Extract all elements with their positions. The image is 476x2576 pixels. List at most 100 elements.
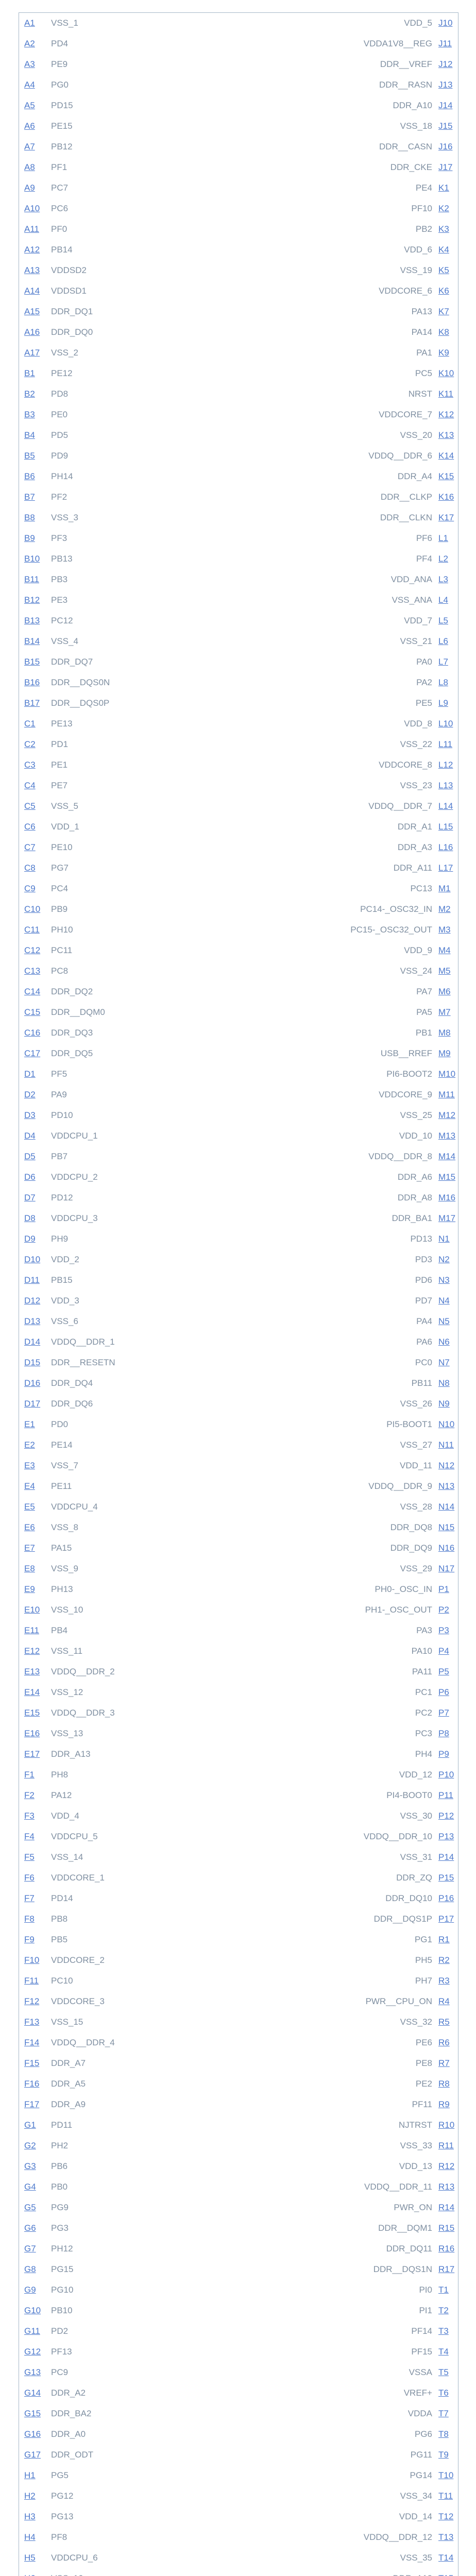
- pin-designator[interactable]: T6: [438, 2388, 449, 2398]
- pin-designator[interactable]: G13: [24, 2367, 41, 2377]
- pin-designator[interactable]: K17: [438, 513, 454, 522]
- pin-designator[interactable]: P4: [438, 1646, 449, 1656]
- pin-designator[interactable]: L15: [438, 822, 453, 832]
- pin-designator[interactable]: G5: [24, 2202, 36, 2212]
- pin-designator[interactable]: K4: [438, 245, 449, 255]
- pin-designator[interactable]: H3: [24, 2512, 36, 2521]
- pin-designator[interactable]: G14: [24, 2388, 41, 2398]
- pin-designator[interactable]: K13: [438, 430, 454, 440]
- pin-designator[interactable]: L7: [438, 657, 448, 667]
- pin-designator[interactable]: T3: [438, 2326, 449, 2336]
- pin-designator[interactable]: L2: [438, 554, 448, 564]
- pin-designator[interactable]: C4: [24, 781, 36, 790]
- pin-designator[interactable]: J15: [438, 121, 453, 131]
- pin-designator[interactable]: F6: [24, 1873, 35, 1883]
- pin-designator[interactable]: G15: [24, 2409, 41, 2418]
- pin-designator[interactable]: G16: [24, 2429, 41, 2439]
- pin-designator[interactable]: B14: [24, 636, 40, 646]
- pin-designator[interactable]: A5: [24, 100, 35, 110]
- pin-designator[interactable]: H2: [24, 2491, 36, 2501]
- pin-designator[interactable]: T15: [432, 2573, 458, 2576]
- pin-designator[interactable]: R11: [438, 2141, 454, 2150]
- pin-designator[interactable]: T2: [438, 2306, 449, 2315]
- pin-designator[interactable]: F1: [24, 1770, 35, 1780]
- pin-designator[interactable]: R12: [438, 2161, 455, 2171]
- pin-designator[interactable]: D12: [24, 1296, 41, 1306]
- pin-designator[interactable]: L14: [438, 801, 453, 811]
- pin-designator[interactable]: P10: [438, 1770, 454, 1780]
- pin-designator[interactable]: N10: [438, 1419, 455, 1429]
- pin-designator[interactable]: F9: [24, 1935, 35, 1944]
- pin-designator[interactable]: M16: [438, 1193, 456, 1202]
- pin-designator[interactable]: L6: [438, 636, 448, 646]
- pin-designator[interactable]: R17: [438, 2264, 455, 2274]
- pin-designator[interactable]: P8: [438, 1728, 449, 1738]
- pin-designator[interactable]: D16: [24, 1378, 41, 1388]
- pin-designator[interactable]: D4: [24, 1131, 36, 1141]
- pin-designator[interactable]: M2: [438, 904, 451, 914]
- pin-designator[interactable]: G9: [24, 2285, 36, 2295]
- pin-designator[interactable]: A13: [24, 265, 40, 275]
- pin-designator[interactable]: P1: [438, 1584, 449, 1594]
- pin-designator[interactable]: N11: [438, 1440, 454, 1450]
- pin-designator[interactable]: F13: [24, 2017, 40, 2027]
- pin-designator[interactable]: N9: [438, 1399, 450, 1409]
- pin-designator[interactable]: F15: [24, 2058, 40, 2068]
- pin-designator[interactable]: A12: [24, 245, 40, 255]
- pin-designator[interactable]: T10: [438, 2470, 454, 2480]
- pin-designator[interactable]: M4: [438, 945, 451, 955]
- pin-designator[interactable]: E13: [24, 1667, 40, 1676]
- pin-designator[interactable]: D10: [24, 1255, 41, 1264]
- pin-designator[interactable]: N3: [438, 1275, 450, 1285]
- pin-designator[interactable]: R13: [438, 2182, 455, 2192]
- pin-designator[interactable]: B11: [24, 574, 39, 584]
- pin-designator[interactable]: R2: [438, 1955, 450, 1965]
- pin-designator[interactable]: D1: [24, 1069, 36, 1079]
- pin-designator[interactable]: P2: [438, 1605, 449, 1615]
- pin-designator[interactable]: C14: [24, 987, 41, 996]
- pin-designator[interactable]: F4: [24, 1832, 35, 1841]
- pin-designator[interactable]: M17: [438, 1213, 456, 1223]
- pin-designator[interactable]: N16: [438, 1543, 455, 1553]
- pin-designator[interactable]: C8: [24, 863, 36, 873]
- pin-designator[interactable]: R16: [438, 2244, 455, 2253]
- pin-designator[interactable]: H4: [24, 2532, 36, 2542]
- pin-designator[interactable]: K1: [438, 183, 449, 193]
- pin-designator[interactable]: B2: [24, 389, 35, 399]
- pin-designator[interactable]: A7: [24, 142, 35, 151]
- pin-designator[interactable]: B12: [24, 595, 40, 605]
- pin-designator[interactable]: D11: [24, 1275, 40, 1285]
- pin-designator[interactable]: A1: [24, 18, 35, 28]
- pin-designator[interactable]: J13: [438, 80, 453, 90]
- pin-designator[interactable]: P11: [438, 1790, 453, 1800]
- pin-designator[interactable]: H5: [24, 2553, 36, 2563]
- pin-designator[interactable]: B9: [24, 533, 35, 543]
- pin-designator[interactable]: E10: [24, 1605, 40, 1615]
- pin-designator[interactable]: M9: [438, 1048, 451, 1058]
- pin-designator[interactable]: B3: [24, 410, 35, 419]
- pin-designator[interactable]: B6: [24, 471, 35, 481]
- pin-designator[interactable]: L9: [438, 698, 448, 708]
- pin-designator[interactable]: A6: [24, 121, 35, 131]
- pin-designator[interactable]: N1: [438, 1234, 450, 1244]
- pin-designator[interactable]: D9: [24, 1234, 36, 1244]
- pin-designator[interactable]: K10: [438, 368, 454, 378]
- pin-designator[interactable]: R6: [438, 2038, 450, 2047]
- pin-designator[interactable]: N7: [438, 1358, 450, 1367]
- pin-designator[interactable]: B13: [24, 616, 40, 625]
- pin-designator[interactable]: A15: [24, 307, 40, 316]
- pin-designator[interactable]: D17: [24, 1399, 41, 1409]
- pin-designator[interactable]: M1: [438, 884, 451, 893]
- pin-designator[interactable]: M11: [438, 1090, 455, 1099]
- pin-designator[interactable]: J12: [438, 59, 453, 69]
- pin-designator[interactable]: P14: [438, 1852, 454, 1862]
- pin-designator[interactable]: G2: [24, 2141, 36, 2150]
- pin-designator[interactable]: T4: [438, 2347, 449, 2357]
- pin-designator[interactable]: A4: [24, 80, 35, 90]
- pin-designator[interactable]: C16: [24, 1028, 41, 1038]
- pin-designator[interactable]: L4: [438, 595, 448, 605]
- pin-designator[interactable]: C11: [24, 925, 40, 935]
- pin-designator[interactable]: P17: [438, 1914, 454, 1924]
- pin-designator[interactable]: R8: [438, 2079, 450, 2089]
- pin-designator[interactable]: R14: [438, 2202, 455, 2212]
